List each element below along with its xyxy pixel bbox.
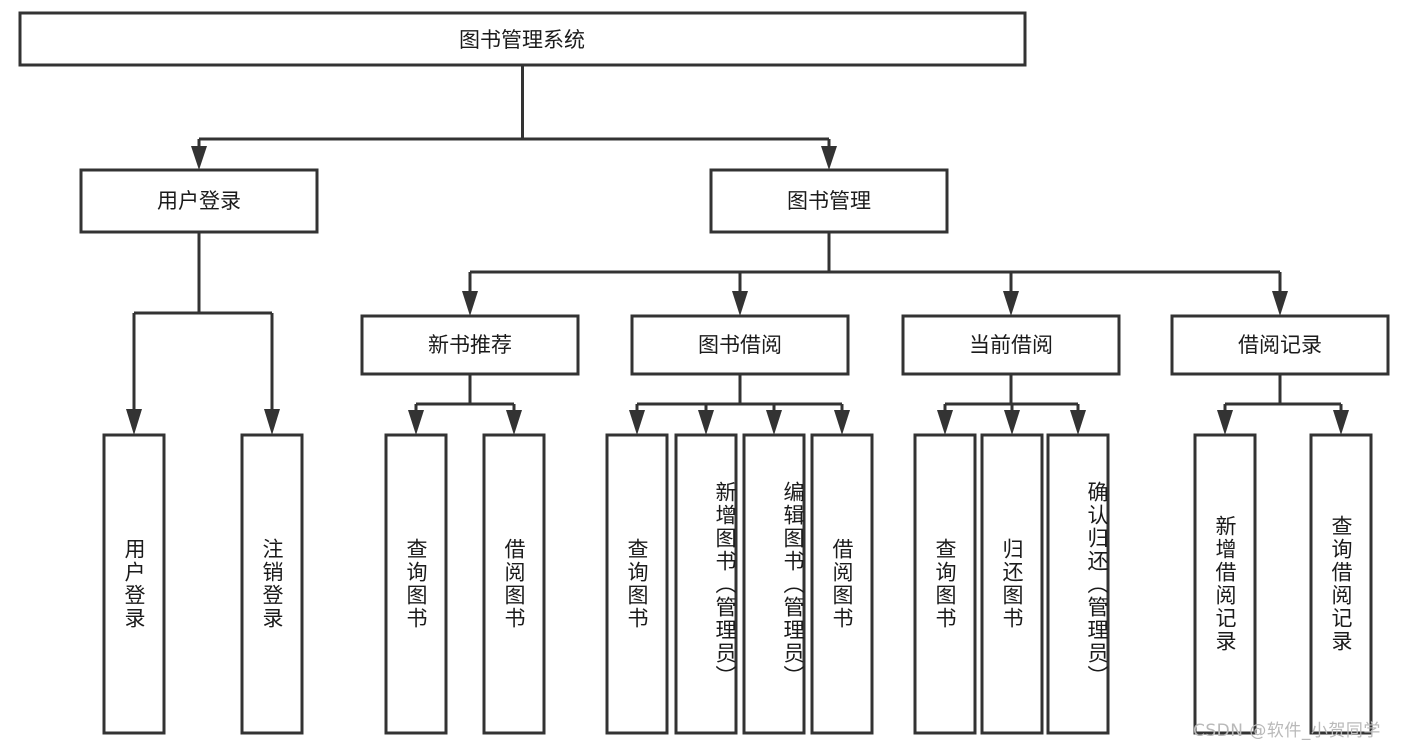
node-current-borrow-box[interactable] — [901, 314, 1121, 376]
node-book-manage-label: 图书管理 — [787, 189, 871, 213]
node-leaf-user-login-box[interactable] — [102, 433, 166, 735]
arrow-head-current-borrow — [1003, 291, 1019, 316]
arrow-head-leaf-query-book-2 — [629, 410, 645, 435]
node-borrow-record[interactable]: 借阅记录 — [1170, 314, 1390, 376]
leaf-box-group — [102, 433, 1373, 735]
node-user-login[interactable]: 用户登录 — [79, 168, 319, 234]
connector-group-book-manage — [462, 232, 1288, 316]
node-leaf-add-book-box[interactable] — [674, 433, 738, 735]
node-new-book-rec-label: 新书推荐 — [428, 333, 512, 357]
node-book-borrow-box[interactable] — [630, 314, 850, 376]
arrow-head-new-book-rec — [462, 291, 478, 316]
node-leaf-edit-book-box[interactable] — [742, 433, 806, 735]
node-book-manage-box[interactable] — [709, 168, 949, 234]
arrow-head-leaf-logout — [264, 409, 280, 435]
arrow-head-borrow-record — [1272, 291, 1288, 316]
arrow-head-leaf-edit-book — [766, 410, 782, 435]
node-user-login-box[interactable] — [79, 168, 319, 234]
connector-group-root — [191, 65, 837, 170]
node-leaf-query-book-2-box[interactable] — [605, 433, 669, 735]
node-leaf-query-book-3-box[interactable] — [913, 433, 977, 735]
node-book-borrow-label: 图书借阅 — [698, 333, 782, 357]
node-book-manage[interactable]: 图书管理 — [709, 168, 949, 234]
node-leaf-confirm-return-box[interactable] — [1046, 433, 1110, 735]
node-leaf-borrow-book-2-box[interactable] — [810, 433, 874, 735]
connector-group-user-login — [126, 232, 280, 435]
node-root-label: 图书管理系统 — [459, 28, 585, 52]
node-book-borrow[interactable]: 图书借阅 — [630, 314, 850, 376]
arrow-head-book-borrow — [732, 291, 748, 316]
node-leaf-add-record-box[interactable] — [1193, 433, 1257, 735]
node-user-login-label: 用户登录 — [157, 189, 241, 213]
node-current-borrow[interactable]: 当前借阅 — [901, 314, 1121, 376]
arrow-head-leaf-add-book — [698, 410, 714, 435]
arrow-head-leaf-return-book — [1004, 410, 1020, 435]
node-leaf-borrow-book-1-box[interactable] — [482, 433, 546, 735]
arrow-head-leaf-query-book-3 — [937, 410, 953, 435]
node-new-book-rec[interactable]: 新书推荐 — [360, 314, 580, 376]
arrow-head-leaf-confirm-return — [1070, 410, 1086, 435]
arrow-head-leaf-user-login — [126, 409, 142, 435]
node-leaf-query-book-1-box[interactable] — [384, 433, 448, 735]
arrow-head-leaf-borrow-book-2 — [834, 410, 850, 435]
arrow-head-leaf-query-book-1 — [408, 410, 424, 435]
arrow-head-leaf-add-record — [1217, 410, 1233, 435]
arrow-head-book-manage — [821, 146, 837, 170]
node-leaf-logout-box[interactable] — [240, 433, 304, 735]
connector-group-book-borrow — [629, 374, 850, 435]
connector-group-current-borrow — [937, 374, 1086, 435]
watermark: CSDN @软件_小贺同学 — [1193, 721, 1381, 741]
arrow-head-user-login — [191, 146, 207, 170]
connector-group-new-book-rec — [408, 374, 522, 435]
node-root-box[interactable] — [18, 11, 1027, 67]
arrow-head-leaf-borrow-book-1 — [506, 410, 522, 435]
node-leaf-return-book-box[interactable] — [980, 433, 1044, 735]
connector-group-borrow-record — [1217, 374, 1349, 435]
node-borrow-record-label: 借阅记录 — [1238, 333, 1322, 357]
node-new-book-rec-box[interactable] — [360, 314, 580, 376]
arrow-head-leaf-query-record — [1333, 410, 1349, 435]
node-root[interactable]: 图书管理系统 — [18, 11, 1027, 67]
node-leaf-query-record-box[interactable] — [1309, 433, 1373, 735]
node-current-borrow-label: 当前借阅 — [969, 333, 1053, 357]
node-borrow-record-box[interactable] — [1170, 314, 1390, 376]
